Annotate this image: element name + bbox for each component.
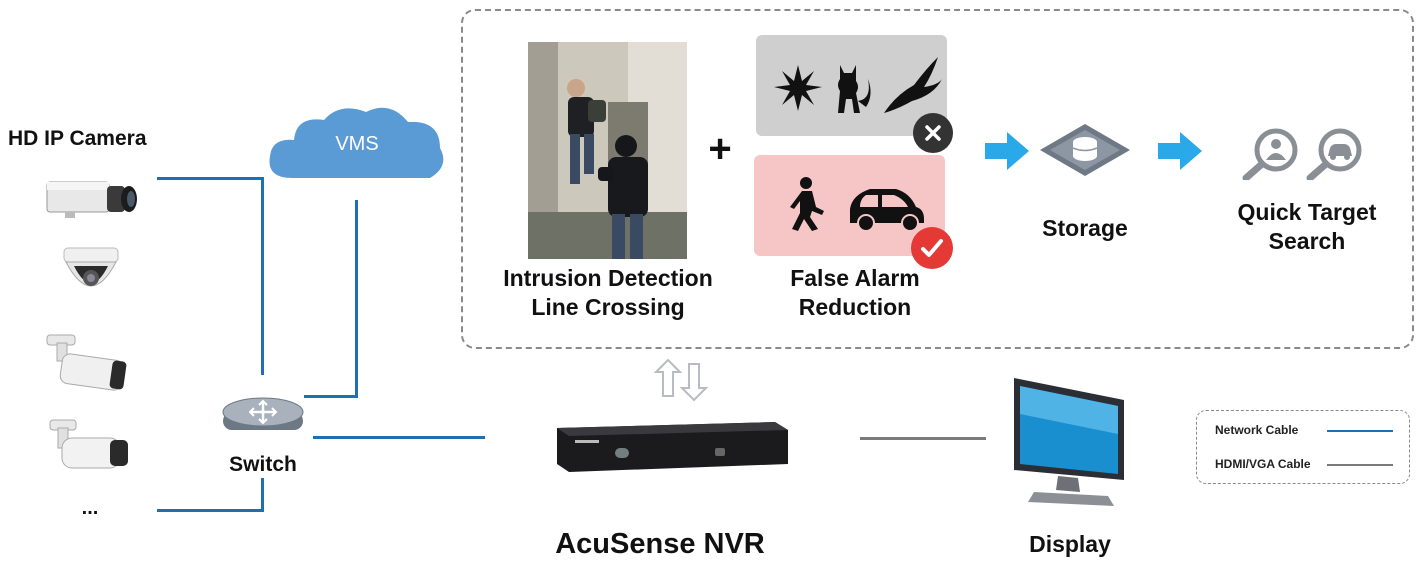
intrusion-label-line1: Intrusion Detection — [503, 265, 713, 291]
false-alarm-label-line1: False Alarm — [790, 265, 920, 291]
quick-search-label-line1: Quick Target — [1237, 199, 1377, 225]
plus-sign: + — [708, 127, 732, 171]
pedestrian-icon — [790, 177, 824, 231]
false-alarm-label-line2: Reduction — [798, 293, 912, 320]
mini-bullet-camera-icon — [48, 418, 136, 480]
display-monitor-icon — [1010, 374, 1130, 508]
intrusion-label-line2: Line Crossing — [531, 293, 685, 320]
bidirectional-arrow-icon — [648, 356, 712, 404]
cable-legend: Network Cable HDMI/VGA Cable — [1196, 410, 1410, 484]
intrusion-label: Intrusion Detection Line Crossing — [478, 264, 738, 322]
accept-badge-icon — [909, 225, 955, 271]
quick-search-label-line2: Search — [1268, 227, 1346, 254]
intrusion-photo — [528, 42, 687, 259]
storage-icon — [1036, 120, 1134, 180]
nvr-label: AcuSense NVR — [555, 528, 765, 560]
vms-label: VMS — [335, 133, 379, 155]
car-icon — [850, 189, 924, 232]
network-cable-camera1-h — [157, 177, 263, 180]
vehicle-search-icon — [1304, 128, 1368, 182]
feature-pipeline-box — [461, 9, 1414, 349]
dome-camera-icon — [58, 244, 124, 306]
network-cable-camera-more-v — [261, 478, 264, 511]
storage-label: Storage — [1042, 215, 1128, 241]
cat-icon — [838, 65, 871, 113]
reject-badge-icon — [911, 111, 955, 155]
switch-icon — [221, 394, 305, 440]
bird-icon — [884, 57, 942, 113]
network-cable-camera-more-h — [157, 509, 264, 512]
legend-hdmi-label: HDMI/VGA Cable — [1215, 457, 1311, 471]
network-cable-vms-h — [304, 395, 358, 398]
switch-label: Switch — [229, 453, 297, 476]
bullet-camera-icon — [45, 333, 135, 397]
box-camera-icon — [45, 172, 140, 222]
display-label: Display — [1029, 531, 1111, 557]
quick-search-label: Quick Target Search — [1212, 198, 1402, 256]
network-cable-vms-v — [355, 200, 358, 397]
face-search-icon — [1240, 128, 1304, 182]
network-cable-camera1-v — [261, 177, 264, 375]
flow-arrow-icon — [985, 132, 1029, 170]
nvr-device-icon — [555, 418, 790, 476]
leaf-icon — [774, 65, 822, 111]
camera-more-ellipsis: ... — [81, 497, 99, 519]
flow-arrow-icon — [1158, 132, 1202, 170]
legend-hdmi-line — [1327, 464, 1393, 466]
vms-cloud-icon — [262, 100, 452, 192]
false-alarm-label: False Alarm Reduction — [750, 264, 960, 322]
legend-network-label: Network Cable — [1215, 423, 1299, 437]
hdmi-cable-nvr-display — [860, 437, 986, 440]
false-target-panel — [756, 35, 947, 136]
legend-network-line — [1327, 430, 1393, 432]
camera-title: HD IP Camera — [8, 127, 147, 150]
network-cable-switch-nvr — [313, 436, 485, 439]
